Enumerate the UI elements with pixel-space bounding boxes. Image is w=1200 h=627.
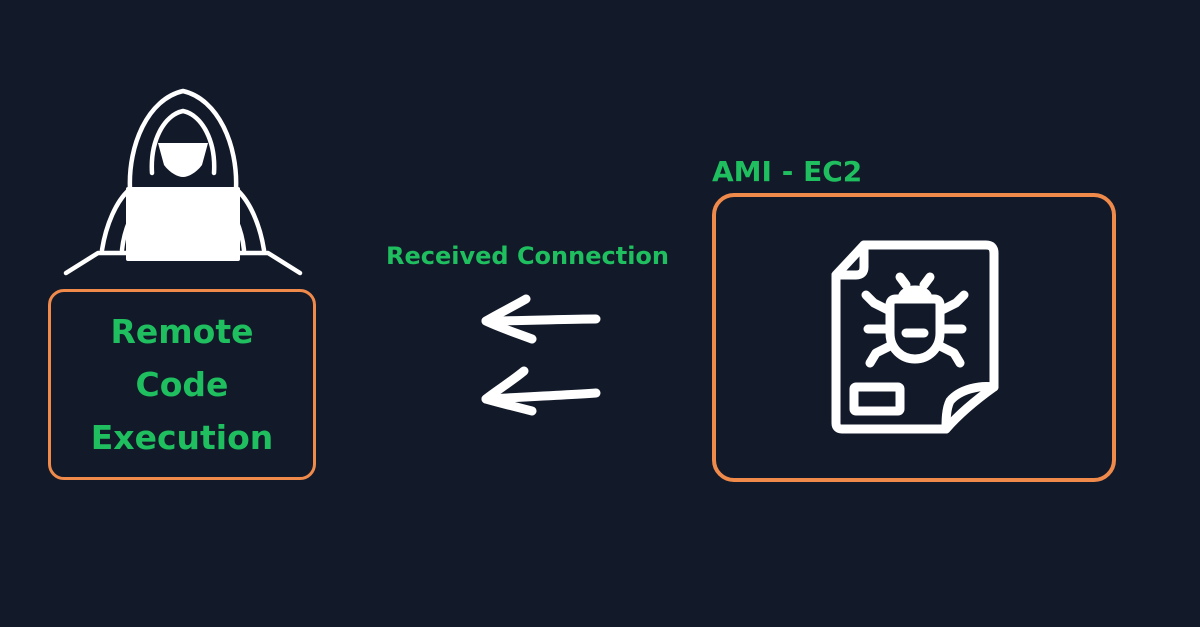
left-arrow-icon [481,294,601,344]
remote-code-execution-box: Remote Code Execution [48,289,316,480]
connection-arrows [481,294,601,416]
ami-ec2-box [712,193,1116,482]
ami-ec2-label: AMI - EC2 [712,155,863,188]
left-arrow-icon [481,366,601,416]
hooded-hacker-laptop-icon [63,88,303,276]
malware-file-bug-icon [831,240,999,434]
remote-code-execution-label: Remote Code Execution [90,312,274,457]
received-connection-label: Received Connection [386,242,669,270]
